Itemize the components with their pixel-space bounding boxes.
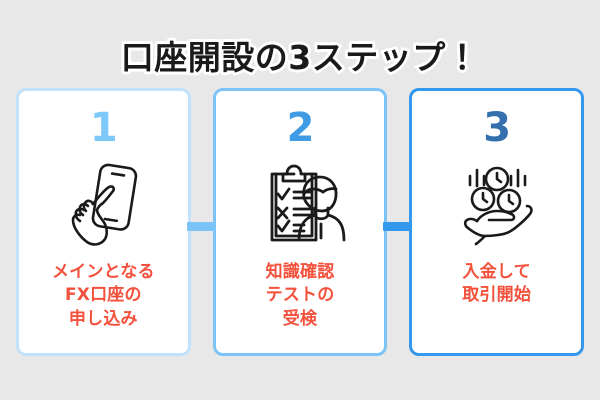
connector-1-to-2: [186, 222, 217, 231]
step-caption-3-line-2: 取引開始: [462, 285, 532, 306]
coins-in-hand-icon: [449, 158, 545, 250]
steps-card-row: 1: [16, 88, 585, 356]
step-caption-1-line-3: 申し込み: [68, 308, 138, 329]
gap-1: [186, 88, 217, 356]
step-card-3[interactable]: 3: [409, 88, 585, 356]
step-caption-3-line-1: 入金して: [462, 262, 531, 282]
step-number-3: 3: [483, 105, 511, 151]
gap-2: [383, 88, 414, 356]
step-caption-2: 知識確認 テストの 受検: [266, 261, 335, 331]
step-caption-1-line-1: メインとなる: [51, 262, 155, 282]
smartphone-tap-icon: [57, 158, 149, 250]
step-caption-3: 入金して 取引開始: [462, 261, 531, 308]
step-caption-1: メインとなる FX口座の 申し込み: [52, 261, 155, 331]
title-container: 口座開設の3ステップ！: [0, 18, 600, 99]
clipboard-checklist-person-icon: [254, 158, 346, 250]
step-caption-2-line-3: 受検: [282, 308, 318, 329]
step-caption-2-line-2: テストの: [265, 285, 335, 306]
connector-2-to-3: [383, 222, 414, 231]
step-caption-1-line-2: FX口座の: [64, 285, 142, 306]
step-card-1[interactable]: 1: [16, 88, 191, 356]
step-number-1: 1: [89, 105, 118, 151]
step-number-2: 2: [286, 105, 315, 151]
page-title: 口座開設の3ステップ！: [118, 37, 481, 79]
step-card-2[interactable]: 2: [212, 88, 388, 356]
step-caption-2-line-1: 知識確認: [265, 262, 335, 282]
